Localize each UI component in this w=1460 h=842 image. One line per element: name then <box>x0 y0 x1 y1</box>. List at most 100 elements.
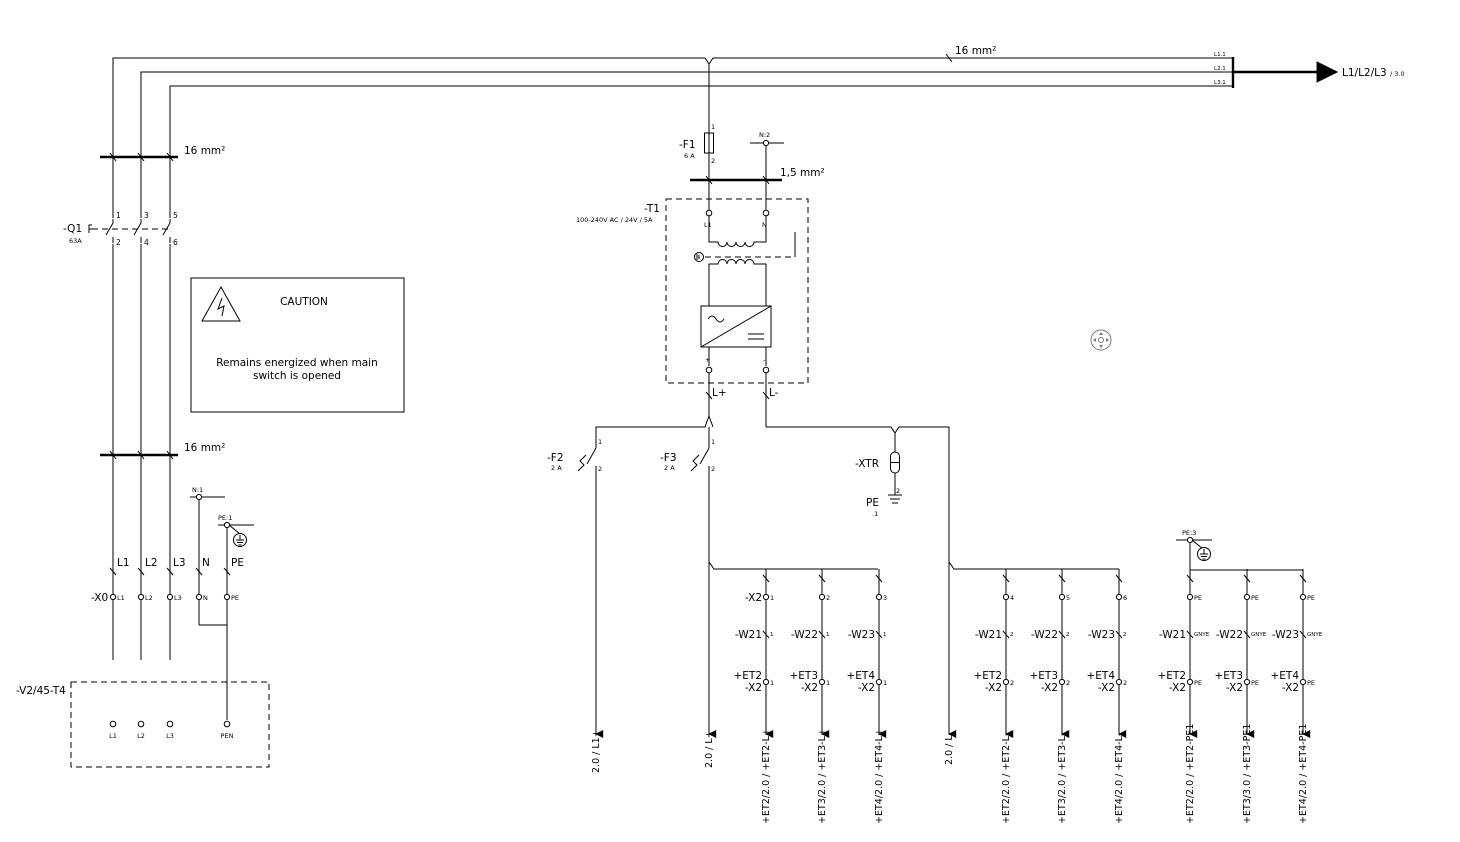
q1-cross-section-top: 16 mm² <box>184 145 225 157</box>
q1-cross-section-bottom: 16 mm² <box>184 442 225 454</box>
branch-x2-pin: PE <box>1307 594 1315 602</box>
high-voltage-warning-icon <box>201 285 241 322</box>
x0-wire-l2: L2 L2 <box>137 557 158 602</box>
pe3-distribution: PE:3 <box>1176 529 1212 570</box>
branch-et-strip: -X2 <box>985 682 1002 694</box>
q1-pin-1: 1 <box>116 211 121 220</box>
branch-et-pin: PE <box>1194 679 1202 687</box>
wire-lminus-label: L- <box>769 387 779 399</box>
branch-output-label: +ET4/2.0 / +ET4-L+ <box>874 728 885 824</box>
q1-pin-2: 2 <box>116 238 121 247</box>
branch-et-tag: +ET3 <box>1214 670 1243 682</box>
x0-wire-l1: L1 L1 <box>109 557 130 602</box>
branch-et-pin: 1 <box>770 679 774 687</box>
x0-wire-l3: L3 L3 <box>166 557 186 602</box>
caution-box: CAUTION Remains energized when main swit… <box>190 277 405 413</box>
feed-l31-label: L3.1 <box>1214 80 1226 86</box>
q1-pin-3: 3 <box>144 211 149 220</box>
v2-term-l3: L3 <box>166 732 174 740</box>
branch-et-strip: -X2 <box>801 682 818 694</box>
branch-x2-pin: 6 <box>1123 594 1127 602</box>
output-l1plus-label: 2.0 / L1+ <box>591 729 602 773</box>
branch-et-tag: +ET2 <box>1157 670 1186 682</box>
dc-distribution: L+ L- <box>595 373 950 720</box>
f1-pin-1: 1 <box>711 123 715 131</box>
branch-et-tag: +ET2 <box>733 670 762 682</box>
f2-pin-2: 2 <box>598 465 602 473</box>
x0-wire-label-l3: L3 <box>173 557 186 569</box>
f3-tag: -F3 <box>660 452 677 464</box>
branch-et-pin: 2 <box>1066 679 1070 687</box>
x0-tag: -X0 <box>91 592 108 604</box>
f1-pin-2: 2 <box>711 157 715 165</box>
f2-rating: 2 A <box>551 464 562 472</box>
branch-et-strip: -X2 <box>1282 682 1299 694</box>
branch-cable-core: 2 <box>1010 632 1014 638</box>
branch-et-pin: PE <box>1251 679 1259 687</box>
q1-pin-5: 5 <box>173 211 178 220</box>
branch-et-pin: 2 <box>1010 679 1014 687</box>
power-supply-t1: -T1 100-240V AC / 24V / 5A L1 N + - <box>576 198 809 384</box>
branch-et-strip: -X2 <box>1169 682 1186 694</box>
pan-navigation-icon[interactable] <box>1090 329 1112 351</box>
f1-tag: -F1 <box>679 139 696 151</box>
branch-cable-tag: -W21 <box>975 629 1002 641</box>
branch-cable-tag: -W21 <box>735 629 762 641</box>
branch-output-label: +ET4/2.0 / +ET4-PE1 <box>1298 724 1309 824</box>
x0-term-l2: L2 <box>145 594 153 602</box>
v2-term-l1: L1 <box>109 732 117 740</box>
branch-x2-pin: 3 <box>883 594 887 602</box>
branch-output-label: +ET2/2.0 / +ET2-L- <box>1001 733 1012 824</box>
branch-output-label: +ET2/2.0 / +ET2-PE1 <box>1185 724 1196 824</box>
t1-output-plus: + <box>705 356 710 364</box>
ground-icon <box>888 494 902 504</box>
branch-x2-pin: PE <box>1251 594 1259 602</box>
branch-bus-lminus <box>948 561 1119 570</box>
branch-cable-core: 1 <box>883 632 887 638</box>
branch-cable-tag: -W22 <box>791 629 818 641</box>
branch-cable-core: GNYE <box>1307 632 1323 638</box>
f3-pin-2: 2 <box>711 465 715 473</box>
branch-cable-tag: -W23 <box>848 629 875 641</box>
v2-term-pen: PEN <box>221 732 234 740</box>
caution-title: CAUTION <box>280 296 328 308</box>
v2-term-l2: L2 <box>137 732 145 740</box>
branch-output-label: +ET4/2.0 / +ET4-L- <box>1114 733 1125 824</box>
branch-et-tag: +ET3 <box>1029 670 1058 682</box>
branch-output-label: +ET3/2.0 / +ET3-L+ <box>817 728 828 824</box>
x0-wire-label-pe: PE <box>231 557 244 569</box>
x0-term-l3: L3 <box>174 594 182 602</box>
terminal-xtr: -XTR 2 PE .1 <box>855 433 902 518</box>
output-lminus: 2.0 / L- <box>944 720 957 765</box>
transformer-icon <box>708 216 767 247</box>
feed-target-ref: / 3.0 <box>1390 70 1405 78</box>
branch-output-label: +ET2/2.0 / +ET2-L+ <box>761 728 772 824</box>
pe3-label: PE:3 <box>1182 529 1196 537</box>
pe1-label: PE:1 <box>218 514 232 522</box>
f2-tag: -F2 <box>547 452 564 464</box>
branch-et-pin: 1 <box>826 679 830 687</box>
branch-et-strip: -X2 <box>1098 682 1115 694</box>
supply-cross-section: 1,5 mm² <box>690 167 825 185</box>
branch-et-tag: +ET4 <box>1270 670 1299 682</box>
branch-x2-tag: -X2 <box>745 592 762 604</box>
x0-wire-label-n: N <box>202 557 210 569</box>
fuse-f1: 1 2 -F1 6 A <box>679 64 715 210</box>
t1-input-l1: L1 <box>704 221 712 229</box>
output-l1plus: 2.0 / L1+ <box>591 720 604 773</box>
supply-cross-section-label: 1,5 mm² <box>780 167 825 179</box>
branch-et-pin: 2 <box>1123 679 1127 687</box>
neutral-n2: N:2 <box>750 131 784 210</box>
x0-term-pe: PE <box>231 594 239 602</box>
output-lminus-label: 2.0 / L- <box>944 732 955 765</box>
branch-et-pin: PE <box>1307 679 1315 687</box>
x0-wire-pe: PE PE <box>223 557 244 602</box>
branch-cable-tag: -W23 <box>1088 629 1115 641</box>
feed-l21-label: L2.1 <box>1214 66 1226 72</box>
